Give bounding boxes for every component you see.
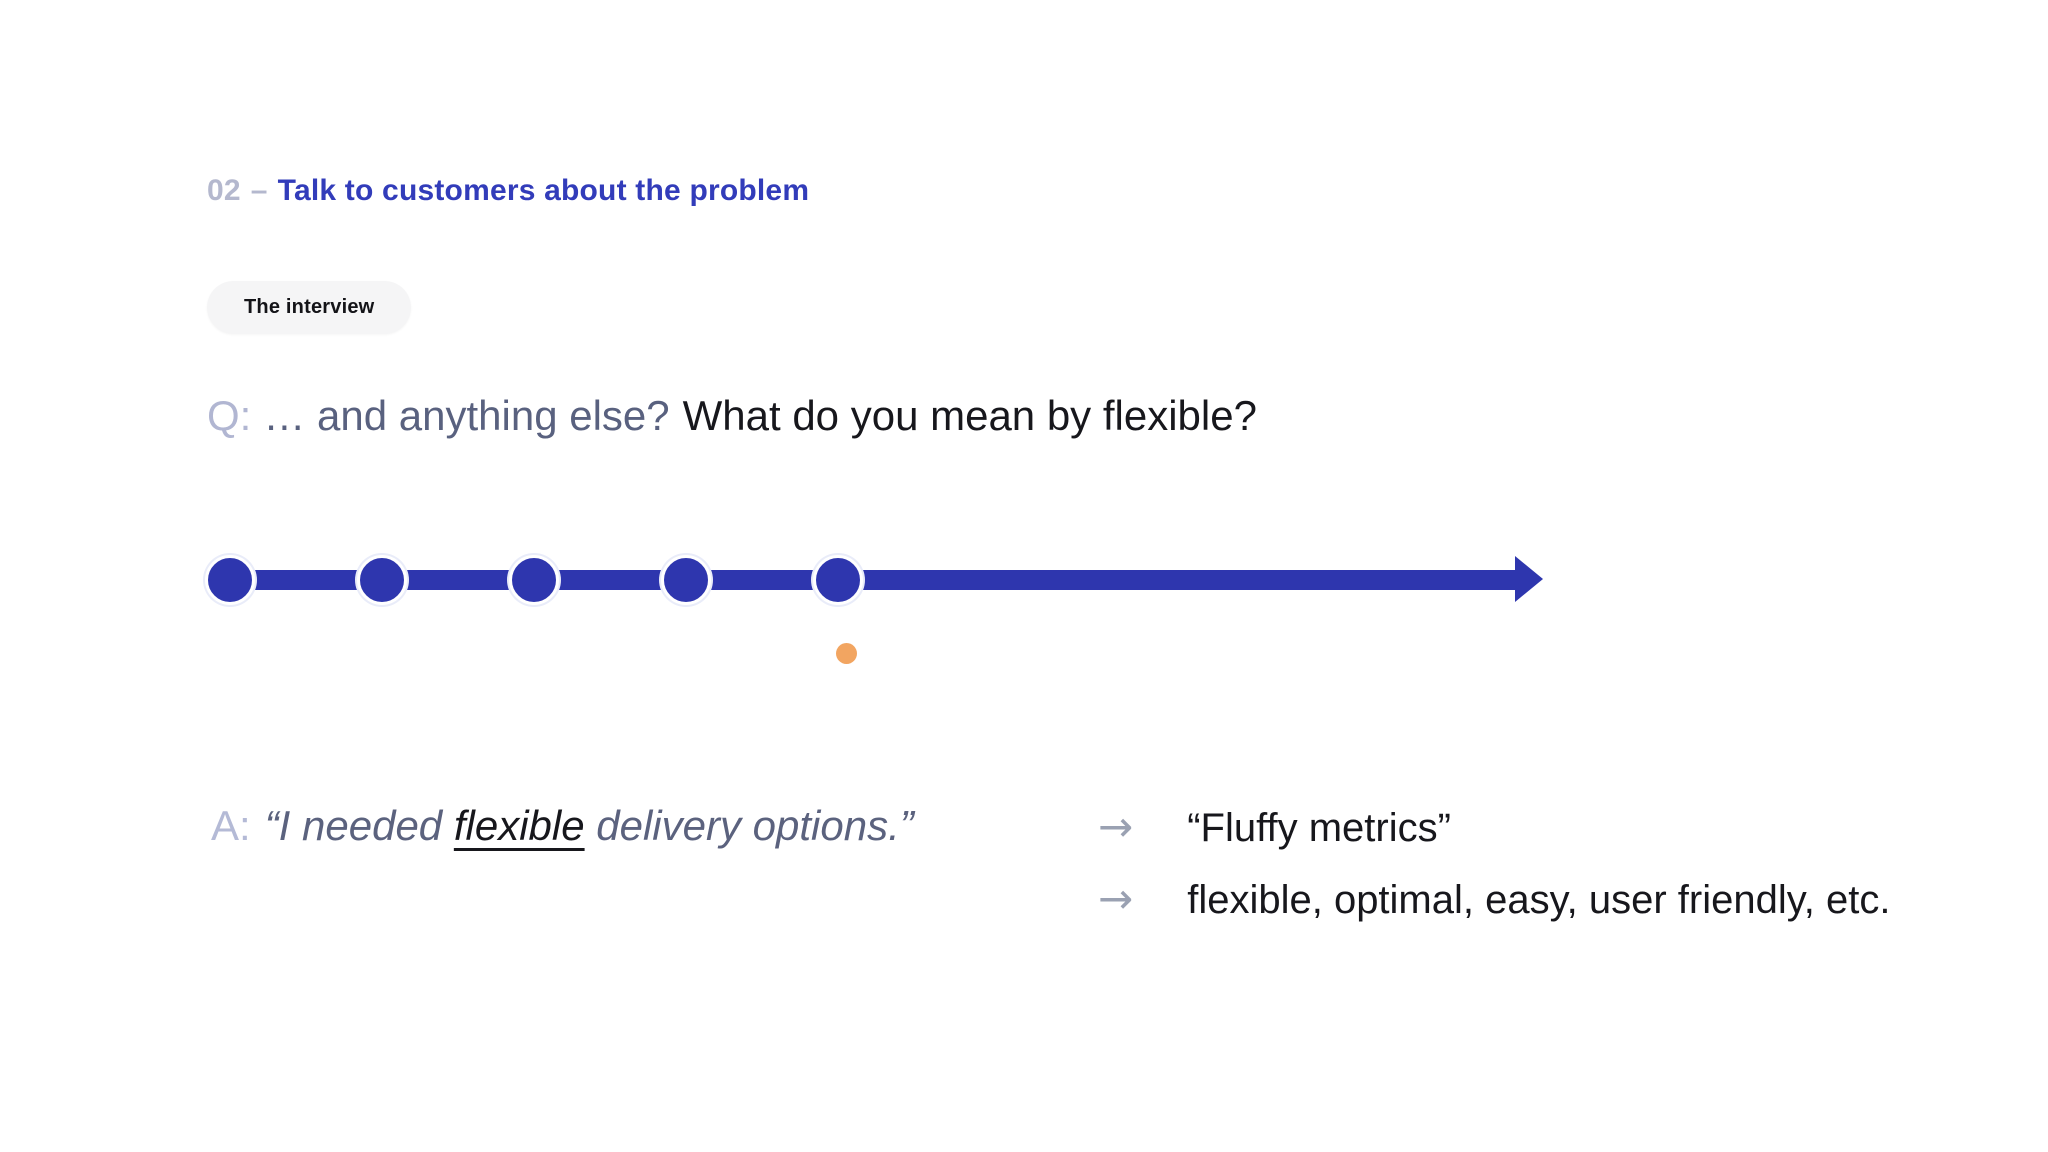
interview-badge: The interview: [207, 281, 412, 334]
answer-quote: “I needed flexible delivery options.”: [265, 802, 914, 849]
question-emphasis-text: What do you mean by flexible?: [682, 392, 1257, 439]
section-number: 02: [207, 174, 241, 207]
question-muted-text: … and anything else?: [263, 392, 670, 439]
section-separator: –: [250, 174, 268, 207]
timeline-arrowhead-icon: [1515, 556, 1543, 602]
takeaway-text: “Fluffy metrics”: [1187, 806, 1451, 850]
takeaway-item: → “Fluffy metrics”: [1098, 802, 1451, 851]
takeaway-item: → flexible, optimal, easy, user friendly…: [1098, 874, 1891, 923]
timeline-dot: [813, 555, 863, 605]
answer-quote-close: delivery options.”: [584, 802, 914, 849]
timeline-dot: [509, 555, 559, 605]
question-line: Q:… and anything else? What do you mean b…: [207, 395, 1257, 437]
arrow-icon: →: [1098, 802, 1134, 851]
answer-quote-open: “I needed: [264, 802, 454, 849]
arrow-icon: →: [1098, 874, 1134, 923]
section-title: Talk to customers about the problem: [277, 174, 810, 207]
answer-highlight-word: flexible: [453, 802, 585, 849]
timeline-dot: [205, 555, 255, 605]
question-prefix: Q:: [207, 392, 252, 439]
takeaway-text: flexible, optimal, easy, user friendly, …: [1187, 878, 1891, 922]
timeline-line: [230, 570, 1518, 590]
answer-line: A: “I needed flexible delivery options.”: [211, 805, 914, 847]
highlight-dot-icon: [836, 643, 857, 664]
answer-prefix: A:: [211, 802, 251, 849]
interview-badge-label: The interview: [244, 296, 375, 318]
section-header: 02–Talk to customers about the problem: [207, 176, 809, 206]
timeline-dot: [661, 555, 711, 605]
timeline-dot: [357, 555, 407, 605]
